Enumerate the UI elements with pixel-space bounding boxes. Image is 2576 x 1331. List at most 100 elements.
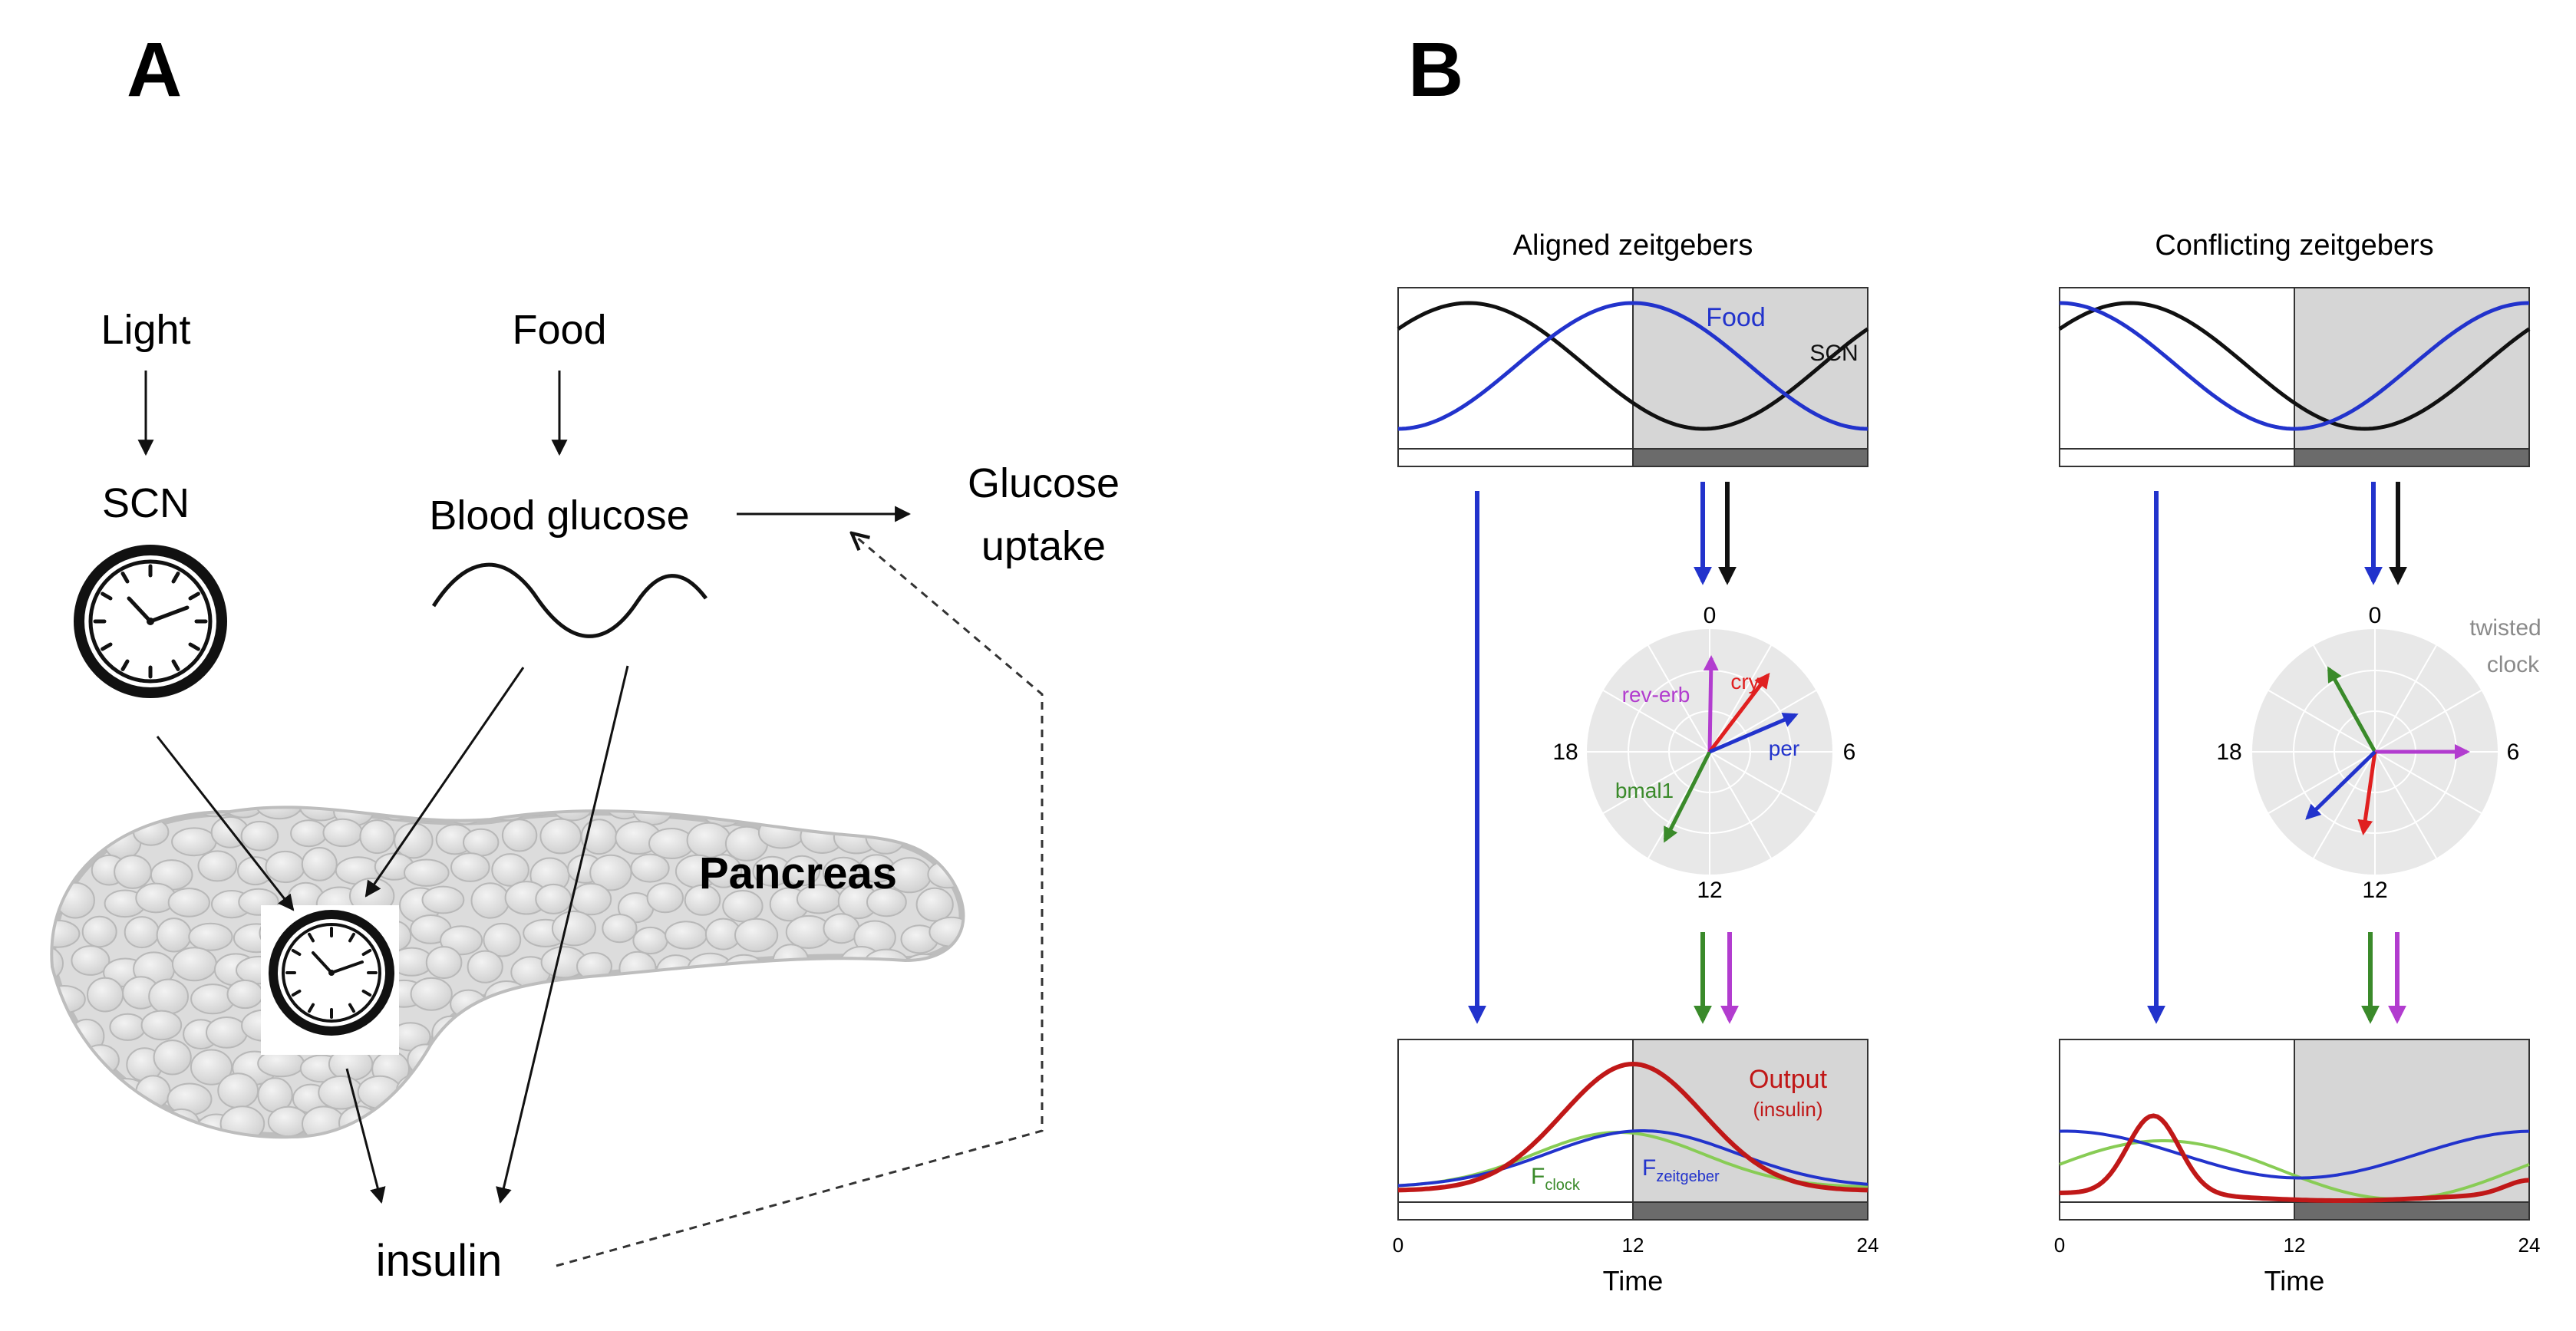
pancreas-lobule [53,945,64,982]
f-zeitgeber-label: Fzeitgeber [1642,1155,1720,1185]
conflicting-output-plot [2059,1039,2530,1221]
pancreas-lobule [705,854,743,888]
insulin-to-uptake-dashed-arrow [556,533,1044,1267]
pancreas-lobule [120,809,160,822]
clock-tick [171,659,180,671]
pancreas-lobule [807,1015,843,1049]
pancreas-lobule [928,916,962,947]
pancreas-lobule [677,985,717,1014]
pancreas-clock-icon [269,910,394,1036]
pancreas-lobule [422,1079,468,1109]
pancreas-lobule [844,1113,891,1136]
pancreas-lobule [747,987,791,1016]
pancreas-lobule [53,816,97,851]
pancreas-lobule [808,958,847,987]
conflicting-clock-tick-12: 12 [2362,878,2387,903]
f-clock-label: Fclock [1531,1164,1581,1194]
pancreas-lobule [604,1114,640,1136]
glucose-uptake-label-line2: uptake [981,523,1106,569]
pancreas-lobule [630,853,670,883]
pancreas-lobule [602,1046,649,1079]
pancreas-lobule [688,1016,727,1046]
pancreas-lobule [555,986,599,1023]
pancreas-lobule [124,916,160,949]
pancreas-lobule [153,1039,192,1076]
pancreas-lobule [538,1076,585,1106]
bmal1-arrow [1663,750,1712,843]
pancreas-lobule [53,809,83,822]
aligned-title: Aligned zeitgebers [1513,229,1753,262]
conflicting-clock-tick-18: 18 [2216,740,2241,765]
twisted-bmal1-arrow [2327,666,2377,753]
per-arrow [1709,713,1799,754]
pancreas-lobule [53,1049,91,1085]
aligned-column: Aligned zeitgebers Food SCN [1393,229,1879,1296]
clock-tick [188,591,200,601]
pancreas-lobule [256,809,303,820]
pancreas-lobule [87,977,124,1013]
pancreas-lobule [873,1013,921,1049]
insulin-label: insulin [376,1236,502,1286]
clock-tick [101,642,113,651]
pancreas-lobule [884,1114,923,1136]
glucose-uptake-label-line1: Glucose [968,460,1120,506]
pancreas-lobule [464,1023,511,1052]
clock-tick [361,990,372,997]
clock-tick [101,591,113,601]
pancreas-lobule [809,1051,853,1082]
pancreas-lobule [911,819,955,848]
pancreas-lobule [602,914,638,944]
clock-tick [120,572,130,584]
pancreas-lobule [53,1109,94,1136]
pancreas-lobule [872,1084,921,1115]
pancreas-lobule [749,809,794,827]
aligned-food-curve [1397,301,1869,431]
pancreas-lobule [767,1020,803,1053]
pancreas-lobule [628,1109,666,1136]
pancreas-lobule [188,922,233,951]
pancreas-lobule [910,1007,948,1044]
pancreas-lobule [931,1106,962,1136]
pancreas-lobule [615,1083,658,1112]
pancreas-lobule [404,858,450,887]
clock-tick [291,949,302,956]
pancreas-lobule [784,983,830,1015]
pancreas-lobule [859,981,897,1017]
pancreas-lobule [301,847,338,881]
pancreas-lobule [724,1018,767,1048]
pancreas-lobule [53,826,63,857]
pancreas-lobule [895,809,932,823]
pancreas-lobule [793,1083,836,1116]
pancreas-lobule [157,809,199,815]
polar-grid-spoke [1602,751,1710,814]
pancreas-lobule [439,1047,483,1076]
pancreas-lobule [930,981,962,1011]
pancreas-lobule [58,1082,96,1111]
pancreas-lobule [915,887,954,922]
pancreas-lobule [206,1016,248,1049]
blood-glucose-label: Blood glucose [429,493,689,539]
pancreas-lobule [421,885,465,914]
pancreas-lobule [217,1072,259,1109]
pancreas-lobule [847,1048,890,1081]
pancreas-lobule [226,979,264,1010]
clock-tick [308,1003,315,1013]
pancreas-lobule [450,989,487,1019]
aligned-output-plot: Output (insulin) Fclock Fzeitgeber [1397,1039,1869,1221]
clock-to-insulin-arrow [345,1068,386,1204]
pancreas-lobule [84,1115,126,1136]
pancreas-lobule [140,1010,183,1041]
scn-to-pancreas-arrow [156,736,295,911]
pancreas-lobule [219,809,267,819]
pancreas-lobule [589,854,632,891]
clock-tick [291,990,302,997]
polar-grid-spoke [2313,751,2376,859]
pancreas-lobule [632,809,674,826]
pancreas-lobule [570,882,612,916]
aligned-xlabel: Time [1603,1265,1664,1296]
panel-b: B Aligned zeitgebers Food SCN [1393,27,2541,1296]
pancreas-lobule [645,1076,691,1107]
pancreas-lobule [171,947,217,982]
pancreas-lobule [394,822,434,859]
conflicting-input-plot [2058,287,2531,467]
